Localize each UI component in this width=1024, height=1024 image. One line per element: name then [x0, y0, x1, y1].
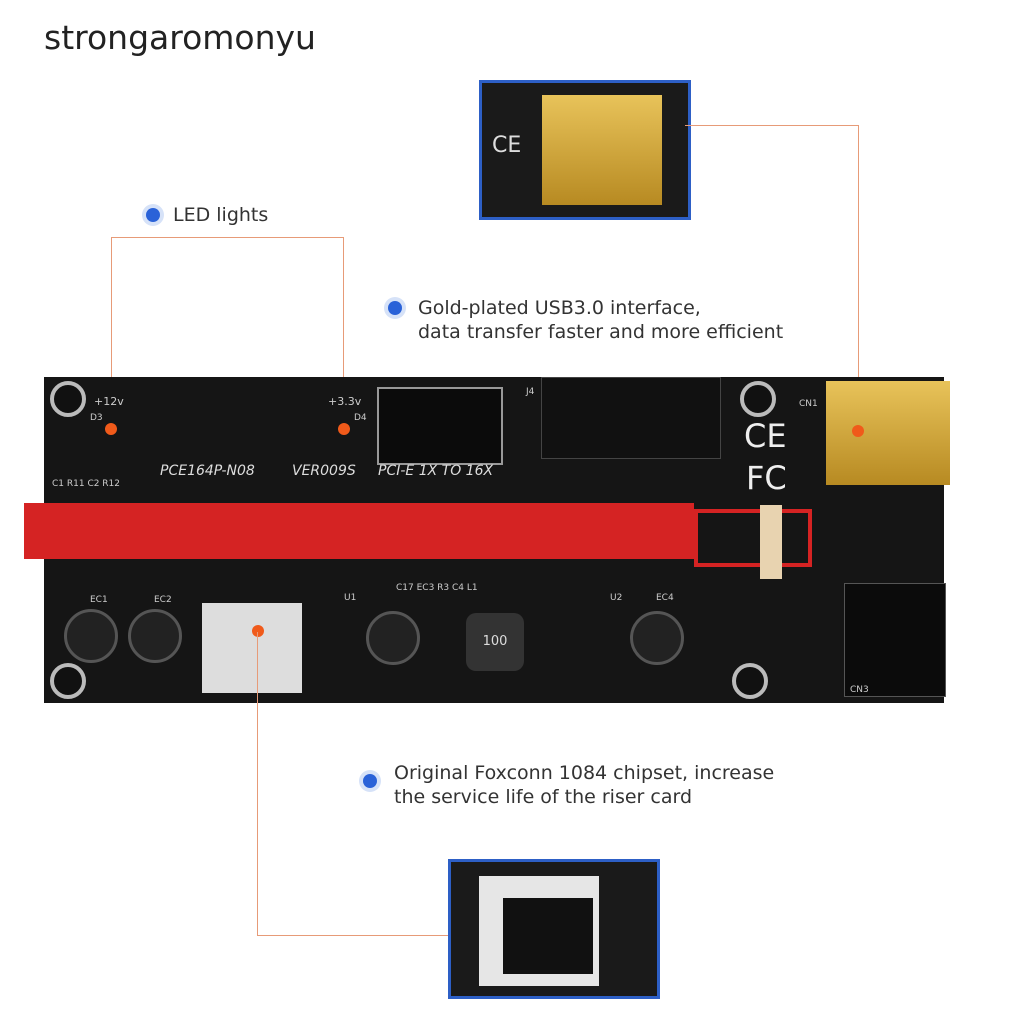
label-u1: U1	[344, 593, 357, 603]
connector-line	[111, 237, 112, 427]
label-cn1: CN1	[799, 399, 818, 409]
label-d4: D4	[354, 413, 367, 423]
ce-mark: CE	[492, 133, 522, 158]
mount-hole	[732, 663, 768, 699]
callout-usb: Gold-plated USB3.0 interface, data trans…	[418, 296, 783, 344]
mount-hole	[50, 663, 86, 699]
chip-body	[503, 898, 593, 974]
fc-mark: FC	[746, 459, 787, 497]
label-u2: U2	[610, 593, 623, 603]
mount-hole	[50, 381, 86, 417]
capacitor	[64, 609, 118, 663]
slot-latch	[694, 509, 812, 567]
usb-port	[826, 381, 950, 485]
callout-chipset-line2: the service life of the riser card	[394, 786, 693, 808]
label-ec2: EC2	[154, 595, 172, 605]
callout-chipset: Original Foxconn 1084 chipset, increase …	[394, 761, 774, 809]
connector-line	[257, 632, 258, 936]
brand-watermark: strongaromonyu	[44, 18, 316, 57]
mount-hole	[740, 381, 776, 417]
power-connector-6pin-side	[844, 583, 946, 697]
label-33v: +3.3v	[328, 395, 362, 408]
chipset-inset-image	[448, 859, 660, 999]
component-labels: C1 R11 C2 R12	[52, 479, 121, 489]
capacitor	[366, 611, 420, 665]
label-cn3: CN3	[850, 685, 869, 695]
callout-chipset-line1: Original Foxconn 1084 chipset, increase	[394, 762, 775, 784]
callout-led: LED lights	[173, 204, 269, 226]
callout-usb-line1: Gold-plated USB3.0 interface,	[418, 297, 701, 319]
label-d3: D3	[90, 413, 103, 423]
bullet-icon	[388, 301, 402, 315]
usb-inset-image: CE	[479, 80, 691, 220]
chip-marker-dot	[252, 625, 264, 637]
power-connector-6pin	[377, 387, 503, 465]
label-ec4: EC4	[656, 593, 674, 603]
label-ec1: EC1	[90, 595, 108, 605]
pcie-x16-slot	[24, 503, 694, 559]
capacitor	[128, 609, 182, 663]
inductor-l1: 100	[466, 613, 524, 671]
slot-clip	[760, 505, 782, 579]
ce-mark: CE	[744, 417, 787, 455]
bullet-icon	[363, 774, 377, 788]
label-12v: +12v	[94, 395, 124, 408]
model-label: PCE164P-N08	[160, 463, 255, 479]
version-label: VER009S	[292, 463, 356, 479]
connector-line	[111, 237, 343, 238]
label-j4: J4	[526, 387, 535, 397]
led-d3	[105, 423, 117, 435]
callout-usb-line2: data transfer faster and more efficient	[418, 321, 784, 343]
led-d4	[338, 423, 350, 435]
bullet-icon	[146, 208, 160, 222]
connector-line	[257, 935, 449, 936]
label-c17: C17 EC3 R3 C4 L1	[396, 583, 478, 593]
usb-port	[542, 95, 662, 205]
chipset-foxconn-1084	[202, 603, 302, 693]
usb-header-j4	[541, 377, 721, 459]
type-label: PCI-E 1X TO 16X	[378, 463, 494, 479]
connector-line	[685, 125, 859, 126]
usb-marker-dot	[852, 425, 864, 437]
capacitor	[630, 611, 684, 665]
connector-line	[343, 237, 344, 427]
riser-card-pcb: +12v D3 +3.3v D4 J4 CE FC CN1 PCE164P-N0…	[24, 377, 950, 703]
connector-line	[858, 125, 859, 430]
